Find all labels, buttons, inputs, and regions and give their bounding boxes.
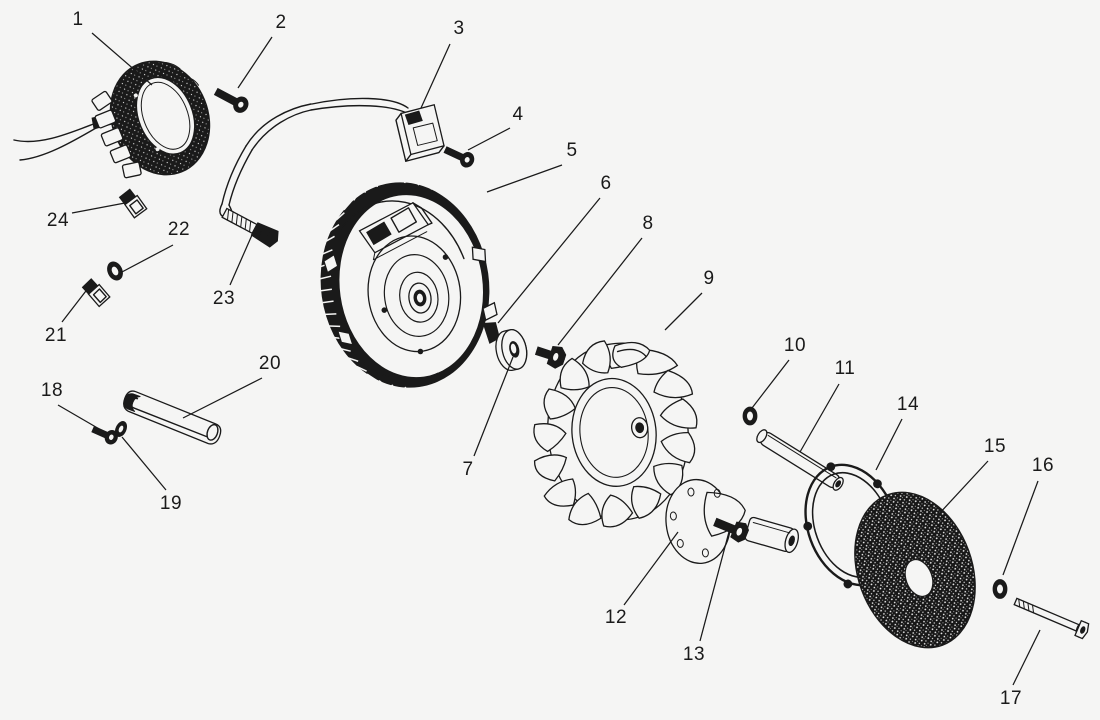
part-cooling-fan: [533, 340, 698, 528]
callout-20: 20: [182, 353, 281, 419]
callout-number-20: 20: [259, 353, 281, 374]
callout-number-14: 14: [897, 394, 919, 415]
callout-18: 18: [41, 380, 102, 431]
callout-1: 1: [72, 9, 153, 86]
callout-10: 10: [751, 335, 806, 409]
part-washer-long-bolt: [992, 579, 1008, 599]
callout-8: 8: [557, 213, 653, 346]
callout-4: 4: [467, 104, 523, 151]
part-mounting-strap-bracket: [123, 390, 222, 445]
part-hex-nut-flywheel: [534, 346, 567, 369]
callout-3: 3: [420, 18, 464, 109]
callout-number-18: 18: [41, 380, 63, 401]
callout-13: 13: [683, 527, 731, 665]
leader-line-24: [71, 202, 126, 214]
leader-line-19: [121, 436, 167, 491]
leader-line-21: [61, 286, 90, 323]
callout-number-11: 11: [835, 358, 856, 379]
leader-line-23: [229, 234, 253, 286]
leader-line-10: [751, 359, 790, 409]
part-flywheel-with-ring-gear: [320, 172, 498, 397]
callout-number-3: 3: [453, 18, 464, 39]
leader-line-6: [497, 197, 601, 324]
callout-5: 5: [486, 140, 577, 193]
part-flat-washer-spacer: [495, 329, 528, 371]
part-flange-bolt-stator: [213, 87, 249, 113]
leader-line-1: [91, 32, 153, 86]
part-washer-terminal: [107, 261, 123, 281]
callout-14: 14: [875, 394, 919, 471]
part-bolt-ignition-module: [443, 146, 475, 168]
leader-line-11: [799, 383, 840, 453]
part-friction-disc: [854, 491, 976, 649]
callout-number-5: 5: [566, 140, 577, 161]
part-long-through-bolt: [1013, 597, 1090, 640]
callout-number-10: 10: [784, 335, 806, 356]
leader-line-18: [57, 404, 102, 431]
callout-number-21: 21: [45, 325, 67, 346]
callout-number-22: 22: [168, 219, 190, 240]
callout-2: 2: [237, 12, 286, 89]
leader-line-20: [182, 377, 263, 419]
callout-19: 19: [121, 436, 182, 514]
callout-9: 9: [664, 268, 714, 331]
callout-17: 17: [1000, 629, 1041, 709]
callout-7: 7: [462, 356, 514, 480]
part-stud-bolt-grommet: [221, 207, 279, 248]
callout-15: 15: [937, 436, 1006, 516]
part-drive-hub-flange: [665, 478, 799, 565]
leader-line-4: [467, 127, 511, 151]
callout-number-2: 2: [275, 12, 286, 33]
part-wire-terminal-clip-upper: [118, 188, 148, 219]
callout-number-17: 17: [1000, 688, 1022, 709]
leader-line-12: [623, 531, 679, 606]
callout-12: 12: [605, 531, 679, 628]
leader-line-7: [473, 356, 514, 457]
leader-line-16: [1002, 480, 1039, 576]
callout-number-16: 16: [1032, 455, 1054, 476]
leader-line-17: [1012, 629, 1041, 686]
callout-23: 23: [213, 234, 253, 309]
callout-number-9: 9: [703, 268, 714, 289]
callout-number-4: 4: [512, 104, 523, 125]
part-bolt-small-bracket: [91, 425, 118, 445]
callout-number-8: 8: [642, 213, 653, 234]
part-washer-small-bracket: [114, 421, 128, 437]
callout-number-15: 15: [984, 436, 1006, 457]
leader-line-22: [119, 244, 174, 274]
leader-line-9: [664, 292, 703, 331]
callout-11: 11: [799, 358, 856, 453]
leader-line-14: [875, 418, 903, 471]
callout-24: 24: [47, 202, 126, 231]
callout-number-24: 24: [47, 210, 69, 231]
callout-22: 22: [119, 219, 190, 274]
leader-line-3: [420, 43, 451, 109]
callout-number-7: 7: [462, 459, 473, 480]
callout-number-23: 23: [213, 288, 235, 309]
callout-16: 16: [1002, 455, 1054, 576]
callout-number-19: 19: [160, 493, 182, 514]
leader-line-2: [237, 36, 273, 89]
callout-number-6: 6: [600, 173, 611, 194]
leader-line-15: [937, 460, 989, 516]
leader-line-8: [557, 237, 643, 346]
callout-number-1: 1: [72, 9, 83, 30]
callout-6: 6: [497, 173, 611, 324]
callout-number-13: 13: [683, 644, 705, 665]
part-washer-pin: [742, 406, 758, 426]
callout-21: 21: [45, 286, 90, 346]
part-stator-coil-assembly: [13, 60, 211, 179]
leader-line-5: [486, 164, 563, 193]
callout-number-12: 12: [605, 607, 627, 628]
part-ignition-coil-module: [219, 97, 445, 219]
leader-line-13: [699, 527, 731, 642]
